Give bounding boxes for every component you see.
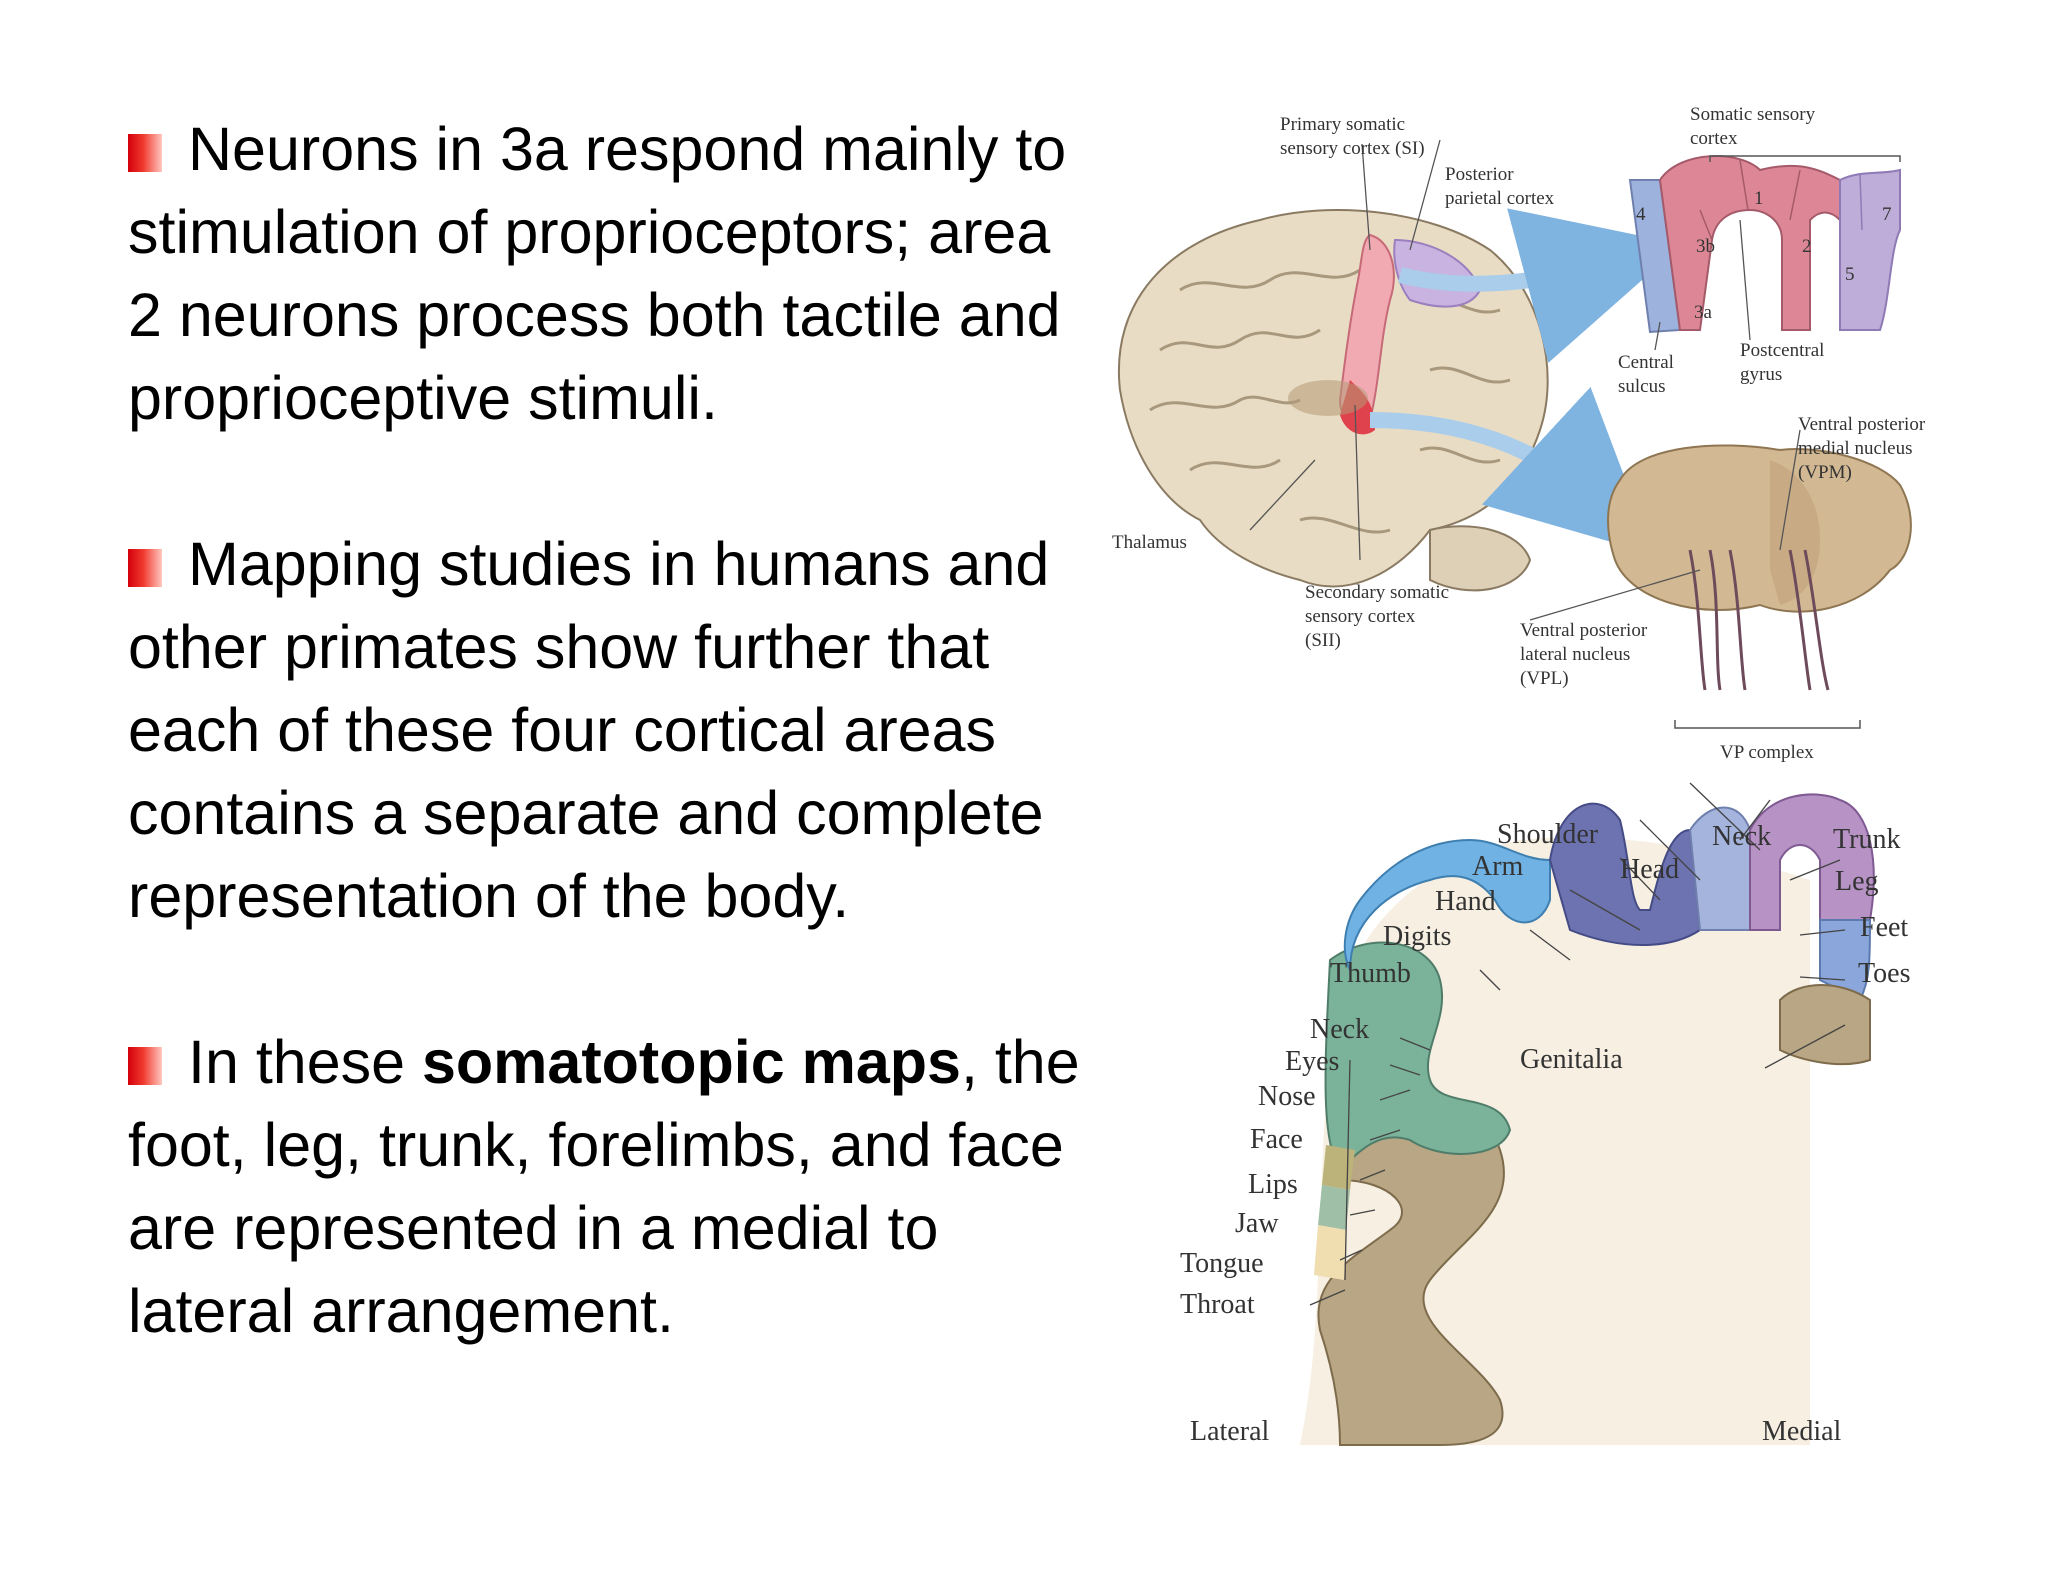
label-medial: Medial [1762, 1416, 1842, 1447]
top-labels: Primary somatic sensory cortex (SI) Post… [1112, 104, 1926, 763]
label-lips: Lips [1248, 1169, 1298, 1200]
bullet-text-3-bold: somatotopic maps [422, 1028, 961, 1096]
figure-svg: Primary somatic sensory cortex (SI) Post… [1112, 104, 1926, 1447]
label-face: Face [1250, 1124, 1303, 1155]
label-primary-1: Primary somatic [1280, 114, 1405, 135]
label-postcentral-2: gyrus [1740, 364, 1782, 385]
label-head: Head [1620, 854, 1679, 885]
bullet-marker-icon [128, 549, 162, 587]
neuroanatomy-figure: Primary somatic sensory cortex (SI) Post… [1100, 100, 1960, 1470]
label-thalamus: Thalamus [1112, 532, 1187, 553]
label-eyes: Eyes [1285, 1046, 1339, 1077]
label-toes: Toes [1858, 958, 1910, 989]
label-vpl-1: Ventral posterior [1520, 620, 1648, 641]
label-central-2: sulcus [1618, 376, 1666, 397]
bullet-marker-icon [128, 134, 162, 172]
label-vpm-1: Ventral posterior [1798, 414, 1926, 435]
label-trunk: Trunk [1833, 824, 1900, 855]
label-feet: Feet [1860, 912, 1908, 943]
label-vpl-2: lateral nucleus [1520, 644, 1630, 665]
label-area-3a: 3a [1694, 302, 1713, 323]
label-area-4: 4 [1636, 204, 1646, 225]
label-digits: Digits [1383, 921, 1451, 952]
arrow-to-thalamus [1369, 386, 1654, 555]
label-vpl-3: (VPL) [1520, 668, 1569, 689]
bottom-labels: Shoulder Neck Trunk Arm Head Leg Hand Fe… [1180, 819, 1910, 1447]
label-area-7: 7 [1882, 204, 1892, 225]
label-central-1: Central [1618, 352, 1674, 373]
label-somatic-1: Somatic sensory [1690, 104, 1816, 125]
label-area-2: 2 [1802, 236, 1812, 257]
label-shoulder: Shoulder [1497, 819, 1599, 850]
label-area-5: 5 [1845, 264, 1855, 285]
label-genitalia: Genitalia [1520, 1044, 1623, 1075]
label-tongue: Tongue [1180, 1248, 1264, 1279]
label-lateral: Lateral [1190, 1416, 1269, 1447]
bottom-leader-lines [1309, 782, 1846, 1306]
label-jaw: Jaw [1235, 1208, 1279, 1239]
label-primary-2: sensory cortex (SI) [1280, 138, 1425, 159]
label-neck-top: Neck [1712, 821, 1771, 852]
arrow-to-cortex [1398, 208, 1683, 363]
bullet-text-3-pre: In these [188, 1028, 422, 1096]
label-throat: Throat [1180, 1289, 1255, 1320]
top-leader-lines [1249, 139, 1801, 621]
bullet-list: Neurons in 3a respond mainly to stimulat… [128, 108, 1088, 1436]
bullet-item-1: Neurons in 3a respond mainly to stimulat… [128, 108, 1088, 440]
bullet-text-1: Neurons in 3a respond mainly to stimulat… [128, 115, 1067, 432]
label-posterior-1: Posterior [1445, 164, 1514, 185]
label-thumb: Thumb [1330, 958, 1411, 989]
label-posterior-2: parietal cortex [1445, 188, 1555, 209]
label-vpm-3: (VPM) [1798, 462, 1852, 483]
bullet-item-2: Mapping studies in humans and other prim… [128, 523, 1088, 938]
label-neck: Neck [1310, 1014, 1369, 1045]
label-secondary-3: (SII) [1305, 630, 1341, 651]
label-nose: Nose [1258, 1081, 1316, 1112]
label-hand: Hand [1435, 886, 1496, 917]
label-vp-complex: VP complex [1720, 742, 1814, 763]
bullet-item-3: In these somatotopic maps, the foot, leg… [128, 1021, 1088, 1353]
label-leg: Leg [1835, 866, 1879, 897]
label-somatic-2: cortex [1690, 128, 1738, 149]
somatotopic-map [1300, 793, 1875, 1446]
cortex-cross-section [1628, 155, 1901, 334]
label-area-3b: 3b [1696, 236, 1715, 257]
bullet-text-3-post: , the foot, leg, trunk, forelimbs, and f… [128, 1028, 1080, 1345]
label-secondary-1: Secondary somatic [1305, 582, 1449, 603]
label-secondary-2: sensory cortex [1305, 606, 1416, 627]
label-arm: Arm [1472, 851, 1524, 882]
label-postcentral-1: Postcentral [1740, 340, 1824, 361]
label-area-1: 1 [1754, 188, 1764, 209]
bullet-marker-icon [128, 1047, 162, 1085]
thalamus-illustration [1607, 444, 1912, 729]
label-vpm-2: medial nucleus [1798, 438, 1913, 459]
bullet-text-2: Mapping studies in humans and other prim… [128, 530, 1050, 930]
brain-illustration [1117, 209, 1549, 592]
